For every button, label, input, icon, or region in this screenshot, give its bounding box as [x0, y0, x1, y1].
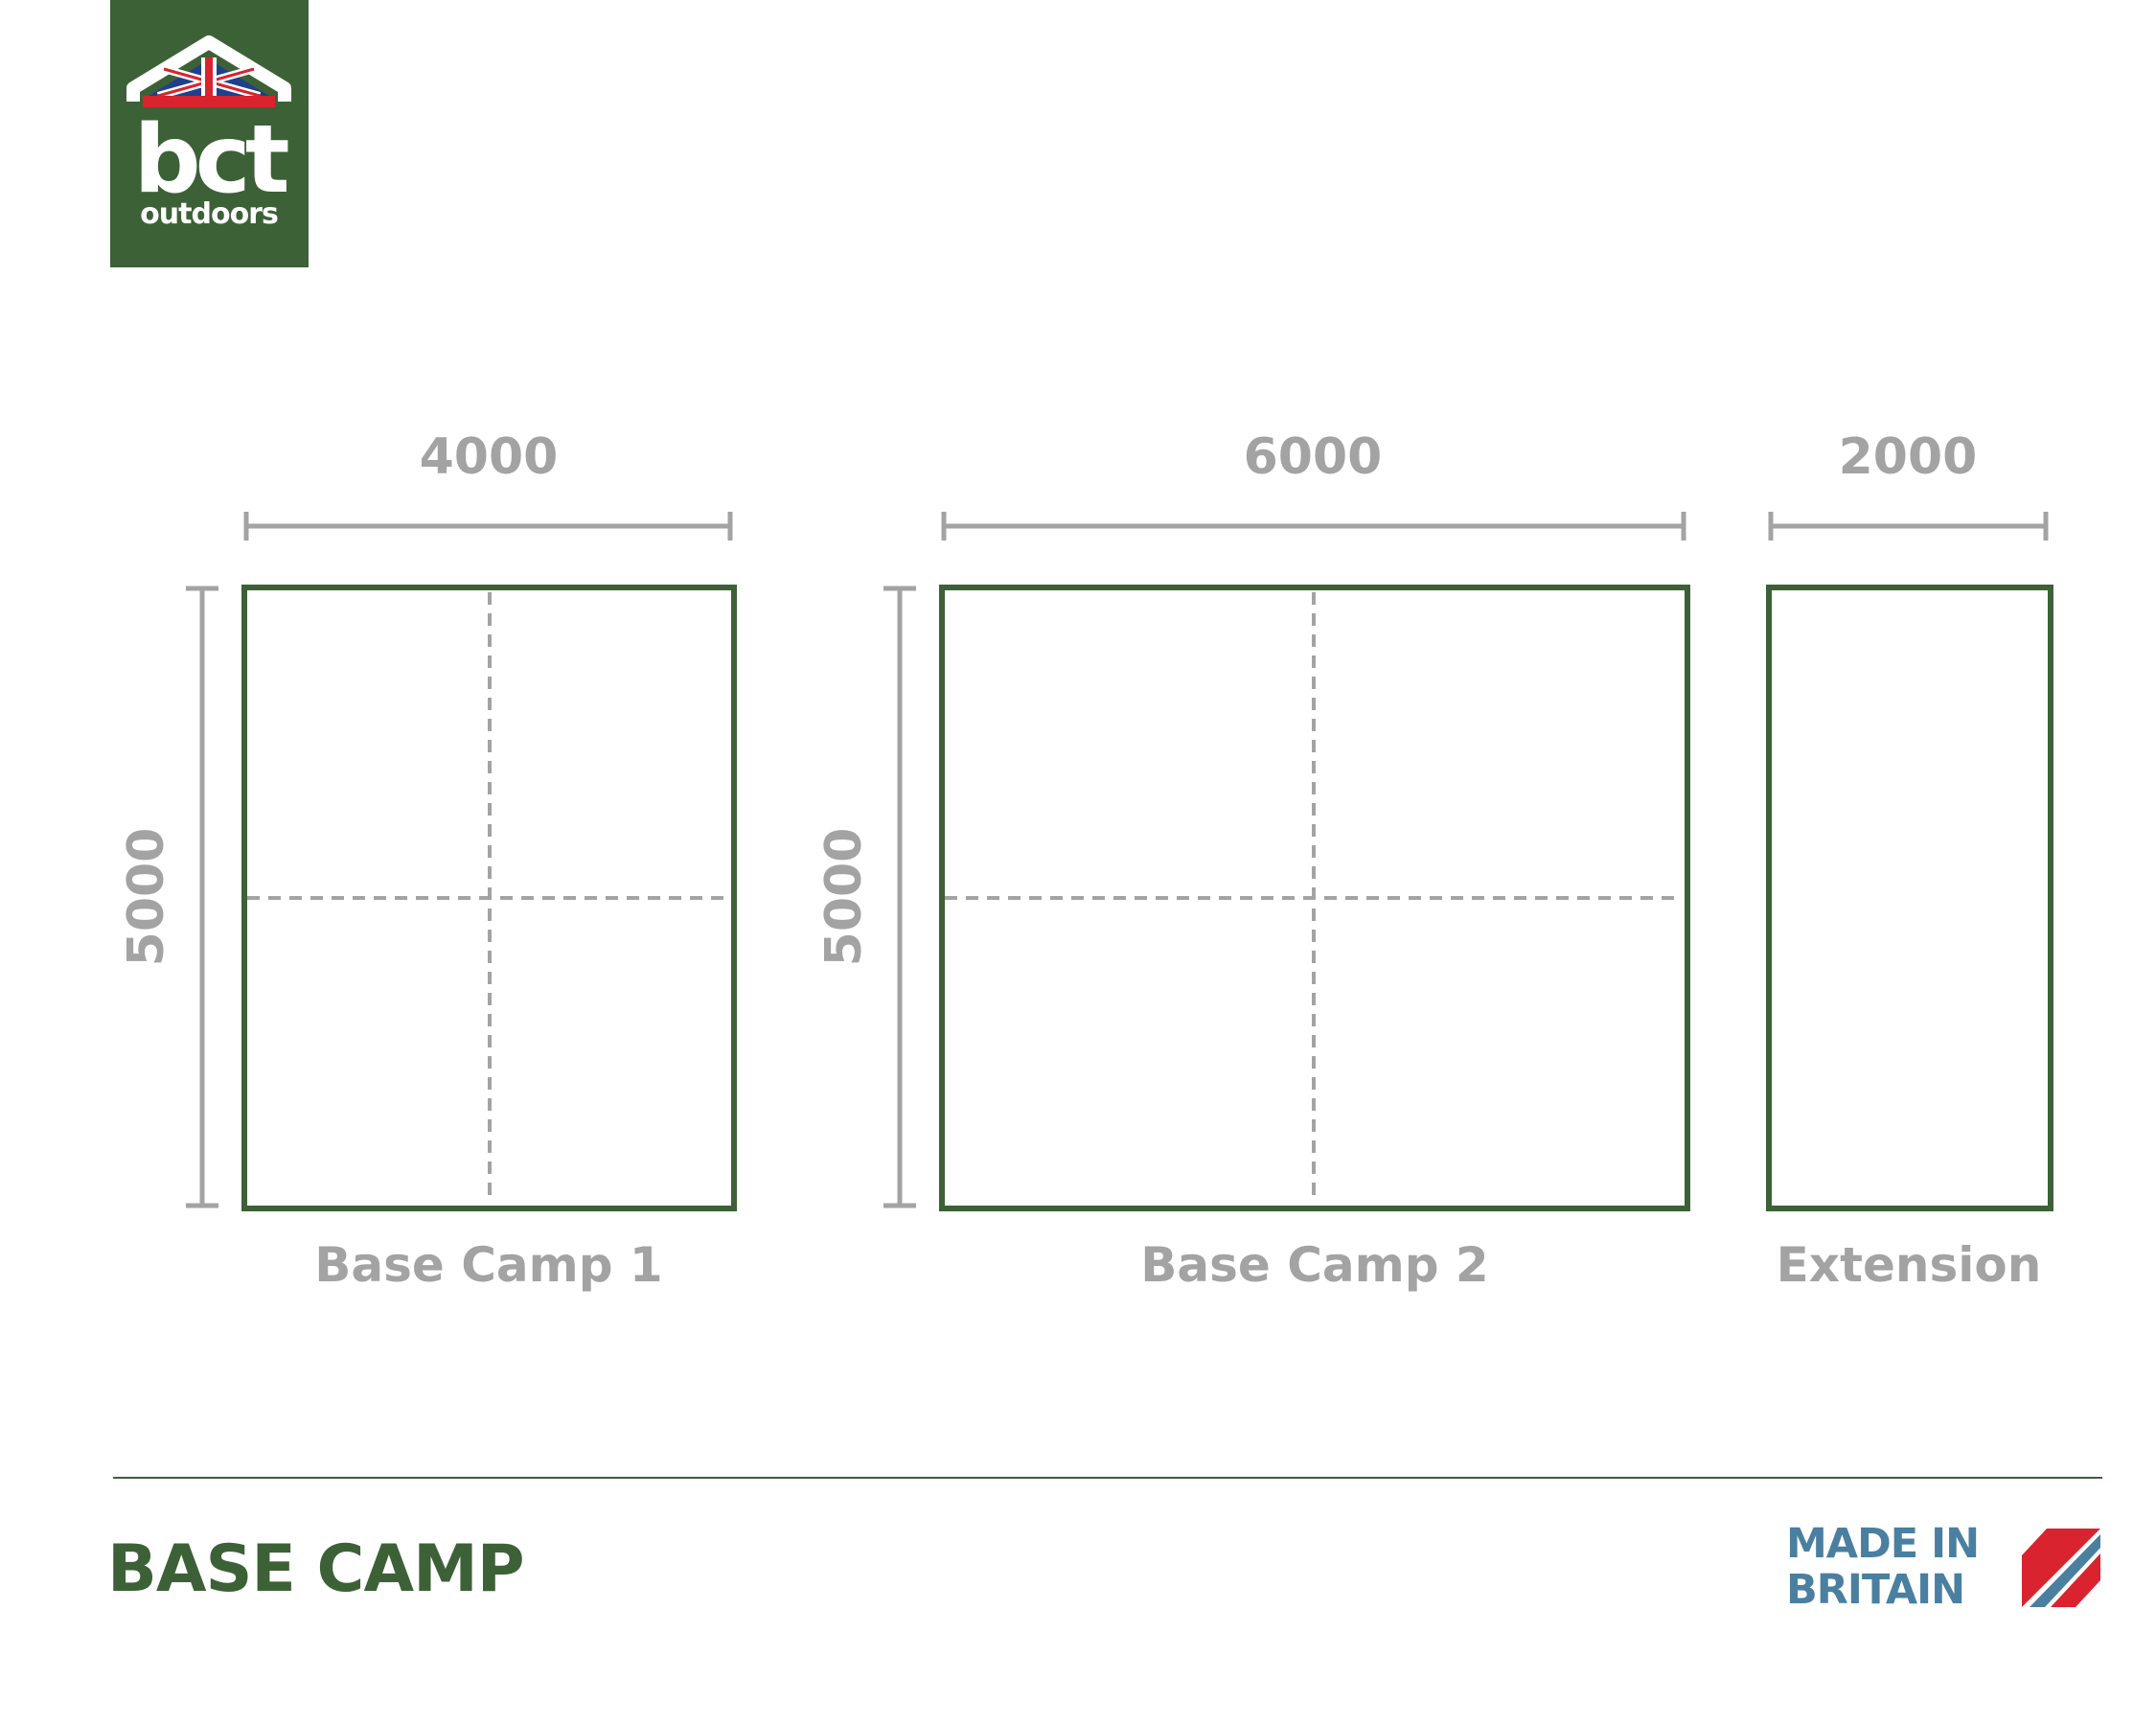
logo-subtitle: outdoors: [140, 197, 278, 231]
bct-outdoors-logo: ® bct outdoors: [110, 0, 309, 267]
width-label: 2000: [1839, 428, 1978, 486]
depth-dimension-line: [883, 586, 916, 1208]
module-extension: 2000 Extension: [1766, 428, 2053, 1293]
depth-dimension-line: [186, 586, 218, 1208]
width-label: 4000: [420, 428, 559, 486]
union-flag-icon: [143, 58, 275, 107]
module-outline: [241, 585, 737, 1211]
width-dimension-line: [941, 512, 1686, 540]
made-in-line-2: BRITAIN: [1786, 1566, 1964, 1610]
house-roof-icon: [126, 35, 291, 102]
module-name: Base Camp 1: [314, 1237, 662, 1293]
made-in-britain-flag-icon: [2022, 1529, 2100, 1607]
module-base-camp-2: 6000 5000 Base Camp 2: [815, 428, 1690, 1293]
logo-word: bct: [133, 105, 287, 215]
module-outline: [1766, 585, 2053, 1211]
product-name: BASE CAMP: [107, 1531, 525, 1607]
registered-mark: ®: [278, 82, 290, 97]
module-base-camp-1: 4000 5000 Base Camp 1: [118, 428, 737, 1293]
depth-label: 5000: [815, 828, 873, 967]
module-name: Extension: [1777, 1237, 2042, 1293]
module-outline: [939, 585, 1690, 1211]
divider-lines: [945, 592, 1683, 1204]
made-in-line-1: MADE IN: [1786, 1520, 1979, 1568]
divider-lines: [247, 592, 730, 1204]
width-label: 6000: [1244, 428, 1383, 486]
footer-divider: [113, 1477, 2102, 1479]
depth-label: 5000: [118, 828, 175, 967]
width-dimension-line: [243, 512, 733, 540]
width-dimension-line: [1768, 512, 2049, 540]
made-in-britain-badge: MADE IN BRITAIN: [1786, 1520, 2100, 1610]
module-name: Base Camp 2: [1140, 1237, 1488, 1293]
